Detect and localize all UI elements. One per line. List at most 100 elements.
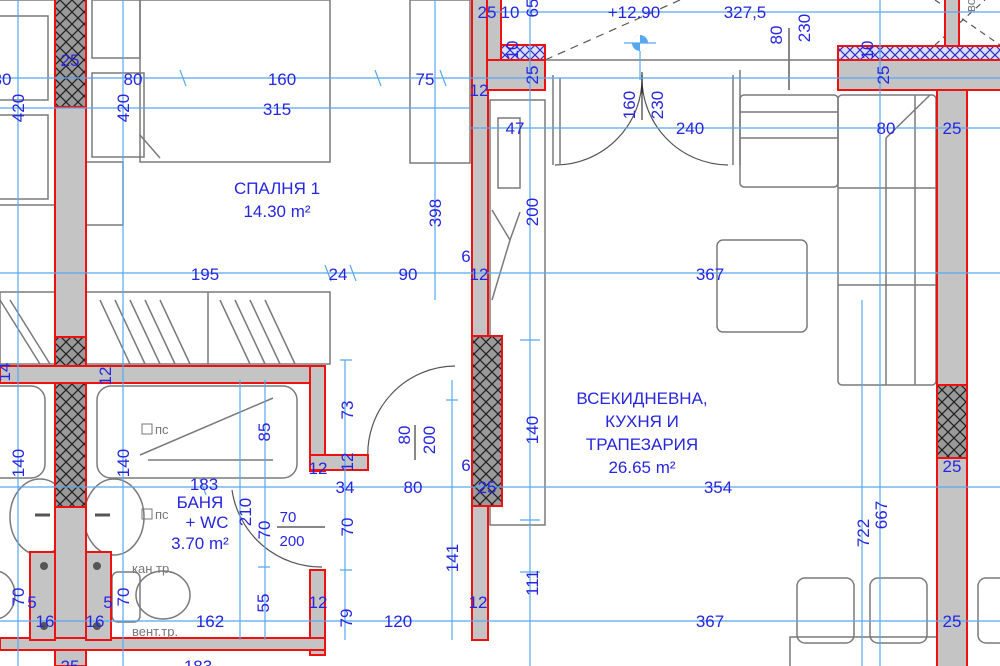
dimension-label: 80 xyxy=(404,478,423,497)
dimension-label: 111 xyxy=(523,570,542,596)
dimension-label: 80 xyxy=(877,119,896,138)
wardrobe-doors xyxy=(0,291,331,365)
dimension-label: 183 xyxy=(190,475,218,494)
pipe-icon xyxy=(40,622,48,630)
dimension-label: 34 xyxy=(336,478,355,497)
dimension-label: 12 xyxy=(96,367,115,386)
dimension-label: 14 xyxy=(0,363,14,382)
bathtub xyxy=(0,385,298,479)
dimension-label: 420 xyxy=(114,94,133,122)
dimension-label: 16 xyxy=(36,612,55,631)
room-bathroom: БАНЯ + WC 3.70 m² xyxy=(171,493,229,553)
dimension-label: 65 xyxy=(523,0,542,17)
dimension-label: 420 xyxy=(9,94,28,122)
dimension-label: 327,5 xyxy=(724,3,767,22)
dimension-label: 25 xyxy=(478,3,497,22)
room-name-line: + WC xyxy=(186,513,229,532)
dimension-label: 25 xyxy=(61,51,80,70)
double-door xyxy=(552,28,790,166)
sewer-pipe-label: кан.тр. xyxy=(132,561,173,576)
dimension-label: 240 xyxy=(676,119,704,138)
dimension-label: 160 xyxy=(620,91,639,119)
dimension-label: 367 xyxy=(696,612,724,631)
room-name-line: КУХНЯ И xyxy=(605,412,679,431)
level-mark: +12.90 xyxy=(608,3,660,22)
dimension-label: 12 xyxy=(470,81,489,100)
dimension-label: 722 xyxy=(854,519,873,547)
dimension-label: 210 xyxy=(236,498,255,526)
room-name-line: ВСЕКИДНЕВНА, xyxy=(576,389,707,408)
door-height-label: 200 xyxy=(279,533,304,550)
dimension-label: 12 xyxy=(470,265,489,284)
annotations: пс пс кан.тр. вент.тр. вод xyxy=(40,0,978,639)
dimension-label: 80 xyxy=(767,26,786,45)
dimension-label: 140 xyxy=(523,416,542,444)
nightstand xyxy=(409,0,471,164)
dimension-label: 16 xyxy=(86,612,105,631)
floor-drain-label: пс xyxy=(155,422,169,437)
dining-chairs xyxy=(789,577,1000,666)
dimension-label: 80 xyxy=(395,426,414,445)
room-area: 3.70 m² xyxy=(171,534,229,553)
dimension-label: 120 xyxy=(384,612,412,631)
room-living: ВСЕКИДНЕВНА, КУХНЯ И ТРАПЕЗАРИЯ 26.65 m² xyxy=(576,389,707,477)
dimension-label: 200 xyxy=(420,426,439,454)
pipe-icon xyxy=(93,622,101,630)
dimension-label: 667 xyxy=(872,501,891,529)
pipe-icon xyxy=(93,562,101,570)
dimension-label: 25 xyxy=(523,66,542,85)
dimension-label: 10 xyxy=(858,41,877,60)
bathroom-door xyxy=(231,365,456,568)
dimension-label: 85 xyxy=(255,423,274,442)
vent-pipe-label: вент.тр. xyxy=(132,624,178,639)
dimension-label: 140 xyxy=(9,449,28,477)
dimension-label: 12 xyxy=(309,593,328,612)
dimension-label: 24 xyxy=(329,265,348,284)
dimension-label: 80 xyxy=(124,70,143,89)
coffee-table xyxy=(716,239,808,333)
dimension-label: 70 xyxy=(114,588,133,607)
dimension-label: 25 xyxy=(943,119,962,138)
bed xyxy=(84,0,331,226)
dimension-label: 47 xyxy=(506,119,525,138)
floor-drain-icon xyxy=(141,423,153,435)
pipe-icon xyxy=(40,562,48,570)
dimension-label: 79 xyxy=(337,609,356,628)
dimension-label: 25 xyxy=(478,478,497,497)
dimension-label: 70 xyxy=(255,521,274,540)
dimension-label: 315 xyxy=(263,100,291,119)
level-marker: +12.90 xyxy=(608,3,660,51)
dimension-label: 398 xyxy=(426,199,445,227)
dimension-label: 354 xyxy=(704,478,732,497)
dimension-label: 5 xyxy=(103,593,112,612)
dimension-label: 75 xyxy=(416,70,435,89)
floor-drain-icon xyxy=(141,508,153,520)
dimension-label: 10 xyxy=(503,41,522,60)
dimension-label: 200 xyxy=(523,198,542,226)
kitchen-counter xyxy=(489,99,546,526)
room-name: СПАЛНЯ 1 xyxy=(234,179,320,198)
dimension-label: 10 xyxy=(501,3,520,22)
dimension-label: 25 xyxy=(943,612,962,631)
dimension-label: 12 xyxy=(338,453,357,472)
dimension-label: 183 xyxy=(184,657,212,666)
dimension-label: 140 xyxy=(114,449,133,477)
dimension-label: 25 xyxy=(943,457,962,476)
dimension-label: 55 xyxy=(254,594,273,613)
dimension-label: 12 xyxy=(309,459,328,478)
balcony-line xyxy=(544,0,681,61)
dimension-label: 141 xyxy=(443,544,462,572)
room-area: 26.65 m² xyxy=(608,458,675,477)
dimension-label: 70 xyxy=(9,588,28,607)
dimension-label: 25 xyxy=(874,66,893,85)
door-width-label: 70 xyxy=(280,509,297,526)
dimension-label: 90 xyxy=(399,265,418,284)
dimension-label: 230 xyxy=(648,91,667,119)
dimension-label: 73 xyxy=(338,401,357,420)
dimension-label: 195 xyxy=(191,265,219,284)
dimension-label: 12 xyxy=(469,593,488,612)
room-bedroom: СПАЛНЯ 1 14.30 m² xyxy=(234,179,320,221)
dimension-label: 230 xyxy=(795,14,814,42)
floor-drain-label: пс xyxy=(155,507,169,522)
